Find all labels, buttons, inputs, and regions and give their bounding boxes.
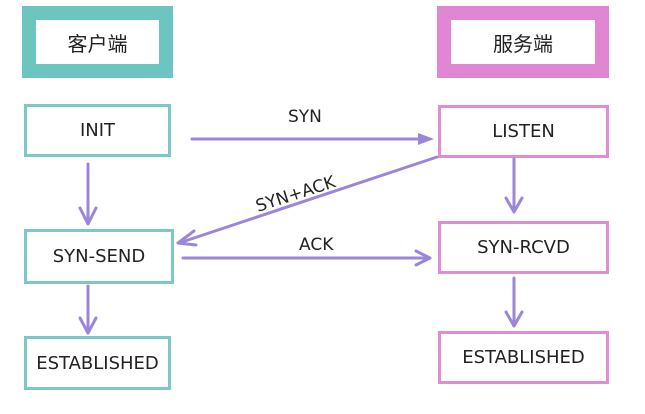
arrow-syn-ack — [180, 155, 439, 244]
server-state-syn-rcvd: SYN-RCVD — [438, 221, 609, 274]
arrowhead — [504, 310, 524, 328]
server-header: 服务端 — [437, 6, 609, 78]
state-label: ESTABLISHED — [462, 347, 585, 368]
arrowhead — [78, 316, 98, 335]
state-label: INIT — [79, 120, 116, 141]
state-label: SYN-RCVD — [477, 237, 570, 258]
message-syn-ack-label: SYN+ACK — [253, 172, 338, 217]
state-label: ESTABLISHED — [36, 352, 159, 374]
client-state-established: ESTABLISHED — [24, 336, 171, 390]
client-header: 客户端 — [22, 6, 173, 78]
message-syn-label: SYN — [288, 107, 322, 127]
client-header-label: 客户端 — [67, 31, 128, 56]
arrowhead — [418, 133, 434, 145]
arrowhead — [78, 206, 98, 226]
server-header-label: 服务端 — [493, 31, 553, 56]
arrowhead — [176, 229, 198, 247]
server-state-listen: LISTEN — [438, 105, 609, 158]
message-ack-label: ACK — [299, 235, 334, 255]
arrowhead — [504, 196, 524, 214]
client-state-init: INIT — [24, 104, 171, 157]
client-state-syn-send: SYN-SEND — [24, 229, 174, 284]
arrowhead — [414, 249, 432, 267]
server-state-established: ESTABLISHED — [438, 331, 609, 384]
state-label: SYN-SEND — [52, 246, 146, 267]
state-label: LISTEN — [492, 121, 555, 142]
